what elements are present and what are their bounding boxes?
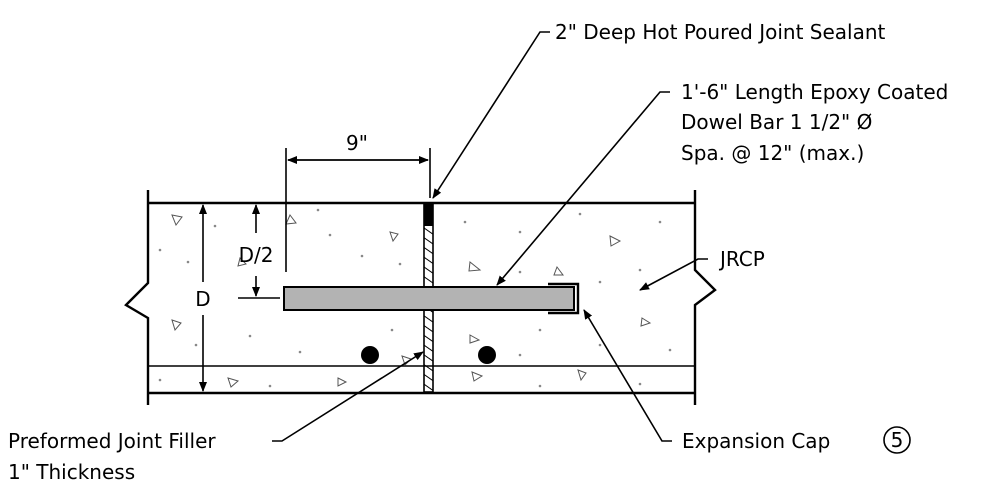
dim-depth-text: D xyxy=(195,287,210,311)
label-cap: Expansion Cap xyxy=(682,429,830,453)
slab-outline xyxy=(124,190,717,405)
rebar-right xyxy=(478,346,496,364)
label-jrcp: JRCP xyxy=(718,247,765,271)
label-filler-line2: 1" Thickness xyxy=(8,460,135,484)
label-dowel-line2: Dowel Bar 1 1/2" Ø xyxy=(681,110,872,134)
leader-cap: Expansion Cap 5 xyxy=(583,309,911,454)
cap-note-circle xyxy=(883,426,911,454)
expansion-cap xyxy=(548,282,580,315)
dimension-dowel-embed: 9" xyxy=(285,131,431,272)
dimension-depth: D xyxy=(195,204,211,392)
leader-filler: Preformed Joint Filler 1" Thickness xyxy=(8,351,424,484)
label-filler-line1: Preformed Joint Filler xyxy=(8,429,216,453)
dowel-bar xyxy=(283,286,575,311)
label-dowel-line1: 1'-6" Length Epoxy Coated xyxy=(681,80,948,104)
leader-sealant: 2" Deep Hot Poured Joint Sealant xyxy=(432,20,886,199)
rebar-left xyxy=(361,346,379,364)
label-dowel-line3: Spa. @ 12" (max.) xyxy=(681,141,864,165)
dimension-half-depth: D/2 xyxy=(238,204,280,299)
leader-jrcp: JRCP xyxy=(639,247,765,291)
joint-sealant xyxy=(424,204,433,226)
dim-dowel-embed-text: 9" xyxy=(346,131,368,155)
label-sealant: 2" Deep Hot Poured Joint Sealant xyxy=(555,20,886,44)
dim-half-depth-text: D/2 xyxy=(239,243,274,267)
cap-note-number: 5 xyxy=(891,428,904,452)
leader-dowel: 1'-6" Length Epoxy Coated Dowel Bar 1 1/… xyxy=(496,80,948,286)
